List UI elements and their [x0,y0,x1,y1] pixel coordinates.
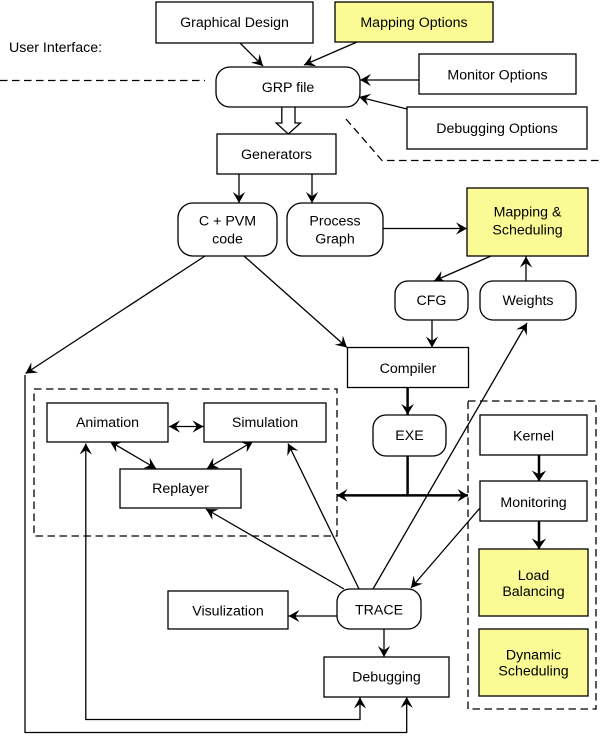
svg-text:Simulation: Simulation [232,415,298,431]
svg-text:Kernel: Kernel [513,429,554,445]
svg-text:code: code [212,232,243,248]
svg-text:Scheduling: Scheduling [492,223,562,239]
svg-text:Visulization: Visulization [192,604,264,620]
svg-text:Replayer: Replayer [152,481,209,497]
svg-text:Mapping &: Mapping & [494,205,562,221]
svg-text:Process: Process [309,214,360,230]
svg-text:C + PVM: C + PVM [199,214,256,230]
svg-text:Graph: Graph [315,232,354,248]
svg-text:Generators: Generators [241,147,312,163]
svg-text:Compiler: Compiler [380,361,437,377]
svg-text:Weights: Weights [503,293,554,309]
svg-text:Graphical Design: Graphical Design [180,15,289,31]
svg-text:Mapping Options: Mapping Options [360,15,467,31]
svg-text:Monitor Options: Monitor Options [447,68,547,84]
svg-text:Dynamic: Dynamic [506,648,561,664]
svg-text:Scheduling: Scheduling [498,664,568,680]
svg-text:CFG: CFG [417,293,447,309]
svg-text:EXE: EXE [395,428,423,444]
svg-text:Load: Load [518,568,550,584]
svg-text:Monitoring: Monitoring [500,495,566,511]
svg-text:User Interface:: User Interface: [9,40,102,56]
svg-text:Debugging: Debugging [352,670,421,686]
svg-text:GRP file: GRP file [262,80,315,96]
svg-text:TRACE: TRACE [355,603,403,619]
svg-text:Animation: Animation [76,415,139,431]
svg-text:Balancing: Balancing [502,584,564,600]
svg-text:Debugging Options: Debugging Options [436,121,557,137]
